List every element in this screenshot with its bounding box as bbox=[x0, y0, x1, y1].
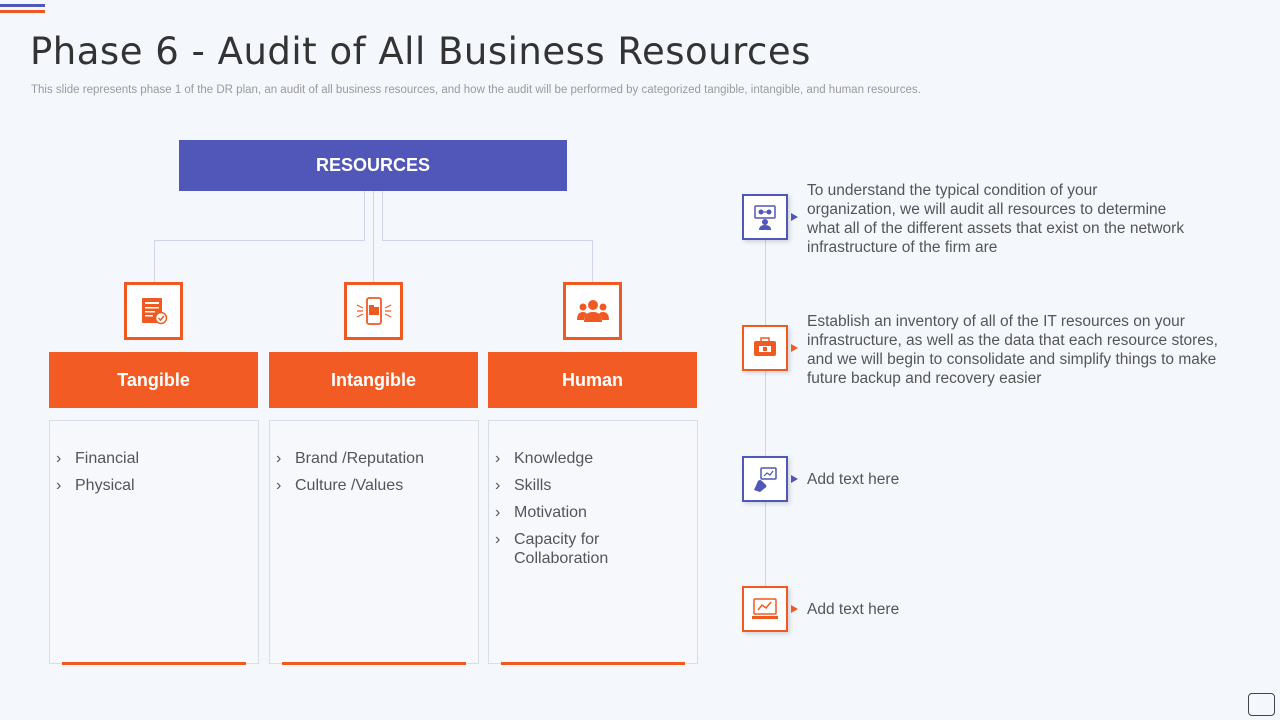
pointer-arrow bbox=[791, 344, 798, 352]
chevron-right-icon: › bbox=[495, 450, 501, 467]
list-item: ›Culture /Values bbox=[276, 477, 404, 494]
page-subtitle: This slide represents phase 1 of the DR … bbox=[31, 84, 921, 96]
list-item: ›Brand /Reputation bbox=[276, 450, 424, 467]
connector-line bbox=[382, 191, 383, 240]
category-intangible-list: ›Brand /Reputation ›Culture /Values bbox=[269, 420, 479, 665]
monitor-chart-icon bbox=[742, 586, 788, 632]
category-intangible-header: Intangible bbox=[269, 352, 478, 408]
chevron-right-icon: › bbox=[276, 477, 282, 494]
timeline-text-3: Add text here bbox=[807, 471, 900, 488]
timeline-text-2: Establish an inventory of all of the IT … bbox=[807, 313, 1218, 387]
list-item: ›Capacity for Collaboration bbox=[495, 531, 609, 567]
list-item: ›Financial bbox=[56, 450, 140, 467]
chevron-right-icon: › bbox=[56, 450, 62, 467]
list-item: ›Skills bbox=[495, 477, 552, 494]
network-audit-icon bbox=[742, 194, 788, 240]
list-item: ›Physical bbox=[56, 477, 135, 494]
connector-line bbox=[592, 240, 593, 282]
chevron-right-icon: › bbox=[495, 531, 501, 548]
category-human-header: Human bbox=[488, 352, 697, 408]
brand-flag bbox=[0, 4, 45, 16]
touch-screen-icon bbox=[742, 456, 788, 502]
mobile-folder-icon bbox=[344, 282, 403, 340]
category-human-list: ›Knowledge ›Skills ›Motivation ›Capacity… bbox=[488, 420, 698, 665]
chevron-right-icon: › bbox=[495, 504, 501, 521]
category-tangible-header: Tangible bbox=[49, 352, 258, 408]
accent-bar bbox=[282, 662, 466, 665]
people-group-icon bbox=[563, 282, 622, 340]
connector-line bbox=[364, 191, 365, 240]
chevron-right-icon: › bbox=[495, 477, 501, 494]
resources-root-box: RESOURCES bbox=[179, 140, 567, 191]
list-item: ›Motivation bbox=[495, 504, 587, 521]
category-tangible-list: ›Financial ›Physical bbox=[49, 420, 259, 665]
pointer-arrow bbox=[791, 213, 798, 221]
page-title: Phase 6 - Audit of All Business Resource… bbox=[30, 30, 811, 73]
accent-bar bbox=[62, 662, 246, 665]
chevron-right-icon: › bbox=[56, 477, 62, 494]
chevron-right-icon: › bbox=[276, 450, 282, 467]
connector-line bbox=[154, 240, 365, 241]
timeline-text-4: Add text here bbox=[807, 601, 900, 618]
connector-line bbox=[382, 240, 593, 241]
timeline-line bbox=[765, 240, 766, 590]
list-item: ›Knowledge bbox=[495, 450, 594, 467]
pointer-arrow bbox=[791, 475, 798, 483]
timeline-text-1: To understand the typical condition of y… bbox=[807, 182, 1185, 256]
inventory-icon bbox=[742, 325, 788, 371]
pointer-arrow bbox=[791, 605, 798, 613]
connector-line bbox=[373, 191, 374, 282]
connector-line bbox=[154, 240, 155, 282]
document-chart-icon bbox=[124, 282, 183, 340]
slide-nav-box[interactable] bbox=[1248, 693, 1275, 716]
accent-bar bbox=[501, 662, 685, 665]
